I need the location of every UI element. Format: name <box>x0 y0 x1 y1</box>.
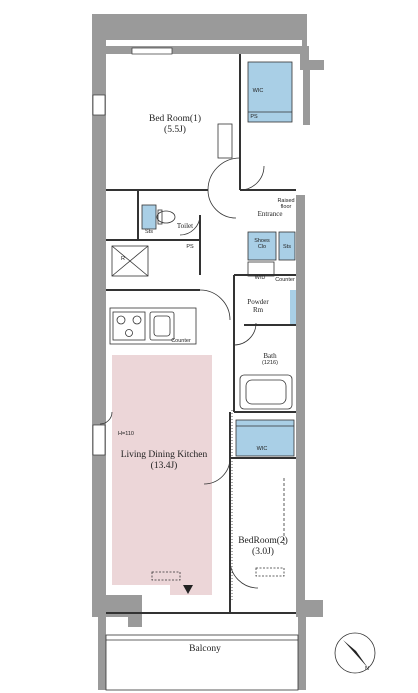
window-height-label: H=110 <box>118 431 134 437</box>
balcony-label: Balcony <box>189 644 221 654</box>
north-label: N <box>365 666 369 672</box>
bedroom1-label: Bed Room(1) (5.5J) <box>149 114 201 135</box>
kitchen-stove <box>112 311 146 341</box>
sts-entrance-label: Sts <box>283 244 291 250</box>
sts-toilet-label: Sts <box>145 229 153 235</box>
windows <box>92 47 173 456</box>
bath-label: Bath (1216) <box>262 352 278 367</box>
kitchen-sink <box>149 311 175 341</box>
wic-upper-label: WIC <box>252 88 264 94</box>
interior-partitions <box>106 54 296 614</box>
ps-upper-label: PS <box>250 114 258 120</box>
detail-lines <box>105 61 299 691</box>
entrance-storage <box>279 232 295 260</box>
washer-dryer-label: W/D <box>254 275 266 281</box>
toilet-fixture <box>156 209 176 225</box>
counter-kitchen-label: Counter <box>171 338 191 344</box>
entry-arrow <box>183 585 193 594</box>
entrance-label: Entrance <box>257 210 283 218</box>
ps-lower-label: PS <box>186 244 194 250</box>
north-arrow-icon <box>334 632 376 674</box>
ldk-floor-area <box>112 355 212 585</box>
counter-entrance-label: Counter <box>275 277 295 283</box>
refrigerator-label: R <box>121 256 125 262</box>
ldk-floor-notch <box>170 585 212 595</box>
shoes-closet-label: Shoes Clo <box>254 238 270 251</box>
raised-floor-label: Raised floor <box>277 198 295 211</box>
toilet-label: Toilet <box>176 222 194 230</box>
wic-lower-label: WIC <box>256 446 268 452</box>
exterior-walls <box>92 14 324 690</box>
bedroom2-label: BedRoom(2) (3.0J) <box>238 536 288 557</box>
toilet-storage <box>142 205 156 229</box>
powder-room-label: Powder Rm <box>247 298 269 315</box>
door-swings <box>99 157 265 589</box>
shoes-closet-storage <box>248 232 276 260</box>
ldk-label: Living Dining Kitchen (13.4J) <box>120 450 208 471</box>
